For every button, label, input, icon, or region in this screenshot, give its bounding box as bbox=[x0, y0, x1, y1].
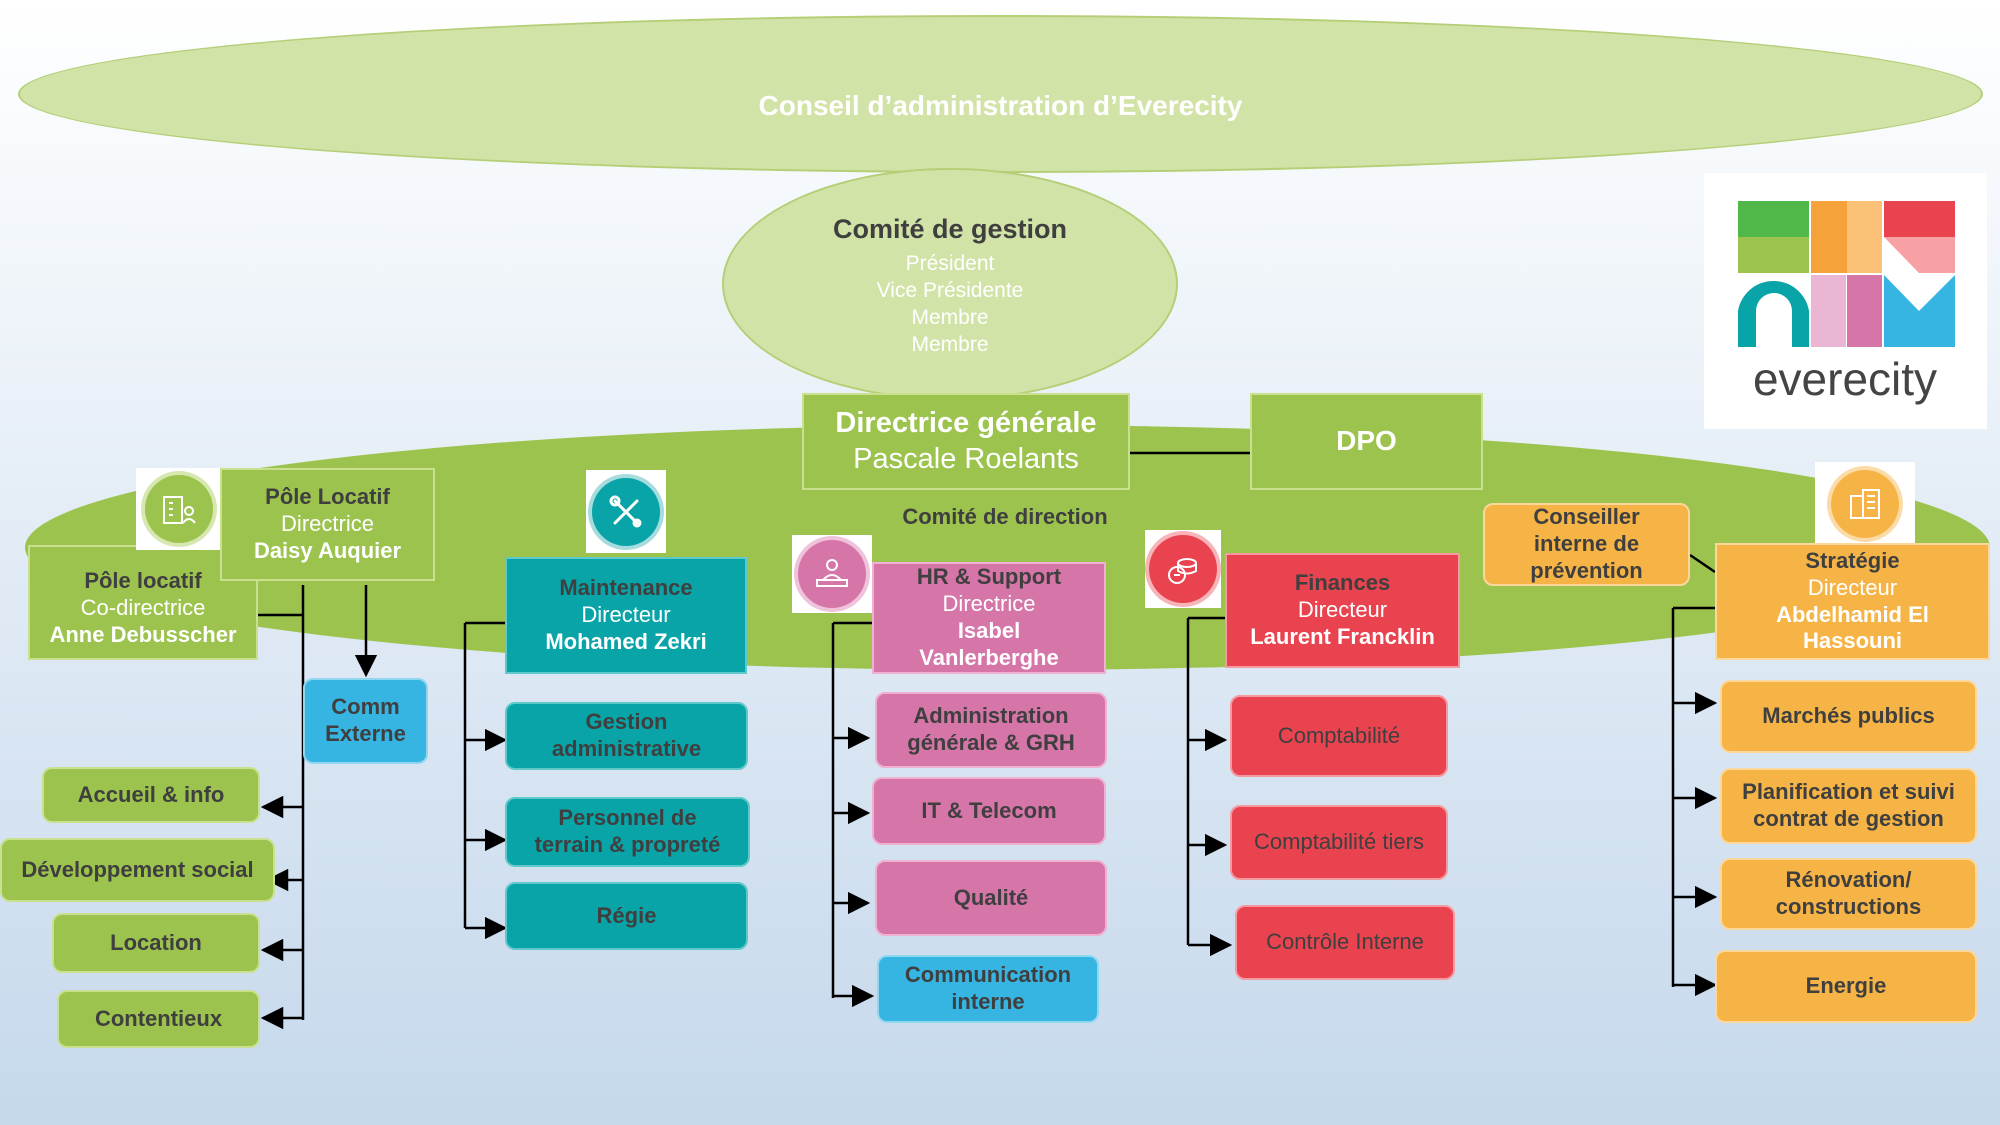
hr-title: HR & Support bbox=[916, 564, 1062, 590]
finances-box: Finances Directeur Laurent Francklin bbox=[1225, 553, 1460, 668]
management-committee-ellipse bbox=[722, 168, 1178, 400]
finances-item-controle: Contrôle Interne bbox=[1235, 905, 1455, 980]
role-member: Membre bbox=[911, 306, 989, 329]
strategy-item-energie: Energie bbox=[1715, 950, 1977, 1023]
role-vice-president: Vice Présidente bbox=[876, 279, 1024, 302]
strategy-item-marches: Marchés publics bbox=[1720, 680, 1977, 753]
maintenance-name: Mohamed Zekri bbox=[545, 628, 707, 654]
logo-wordmark: everecity bbox=[1753, 353, 1937, 405]
general-director-name: Pascale Roelants bbox=[853, 442, 1079, 475]
hr-name: Isabel Vanlerberghe bbox=[919, 618, 1059, 670]
strategy-item-label: Energie bbox=[1805, 973, 1887, 999]
pole-locatif-co-box: Pôle locatif Co-directrice Anne Debussch… bbox=[28, 545, 258, 660]
pole-item-label: Location bbox=[110, 929, 202, 955]
finances-item-label: Comptabilité tiers bbox=[1254, 829, 1424, 855]
role-member: Membre bbox=[911, 333, 989, 356]
dpo-box: DPO bbox=[1250, 393, 1483, 490]
hr-item-label: Qualité bbox=[953, 884, 1029, 910]
pole-locatif-title: Pôle Locatif bbox=[265, 484, 390, 510]
hr-item-qualite: Qualité bbox=[875, 860, 1107, 936]
maintenance-item-label: Régie bbox=[596, 902, 657, 928]
pole-locatif-icon-tile bbox=[136, 468, 222, 550]
strategy-name: Abdelhamid El Hassouni bbox=[1776, 601, 1929, 654]
pole-item-contentieux: Contentieux bbox=[57, 990, 260, 1048]
hr-item-admin: Administration générale & GRH bbox=[875, 692, 1107, 768]
management-committee-roles: Président Vice Présidente Membre Membre bbox=[722, 250, 1178, 358]
finances-title: Finances bbox=[1294, 570, 1391, 596]
pole-item-label: Contentieux bbox=[94, 1005, 223, 1031]
strategy-item-label: Rénovation/ constructions bbox=[1775, 867, 1922, 919]
maintenance-box: Maintenance Directeur Mohamed Zekri bbox=[505, 557, 747, 674]
hr-item-it: IT & Telecom bbox=[872, 777, 1106, 845]
pole-locatif-box: Pôle Locatif Directrice Daisy Auquier bbox=[220, 468, 435, 581]
board-title: Conseil d’administration d’Everecity bbox=[758, 90, 1243, 121]
pole-item-developpement: Développement social bbox=[0, 838, 275, 902]
finances-icon-tile bbox=[1145, 530, 1221, 608]
management-committee-title: Comité de gestion bbox=[832, 214, 1068, 244]
strategy-title: Stratégie bbox=[1805, 547, 1900, 573]
comm-externe-label: Comm Externe bbox=[325, 694, 406, 746]
strategy-box: Stratégie Directeur Abdelhamid El Hassou… bbox=[1715, 543, 1990, 660]
building-person-icon bbox=[145, 475, 213, 543]
finances-item-comptabilite: Comptabilité bbox=[1230, 695, 1448, 777]
hr-box: HR & Support Directrice Isabel Vanlerber… bbox=[872, 562, 1106, 674]
pole-locatif-co-name: Anne Debusscher bbox=[49, 621, 237, 647]
desk-worker-icon bbox=[798, 540, 866, 608]
finances-name: Laurent Francklin bbox=[1250, 623, 1435, 649]
hr-item-communication: Communication interne bbox=[877, 955, 1099, 1023]
strategy-item-planification: Planification et suivi contrat de gestio… bbox=[1720, 768, 1977, 844]
pole-locatif-co-title: Pôle locatif bbox=[84, 568, 202, 594]
coins-icon bbox=[1149, 535, 1217, 603]
pole-locatif-co-role: Co-directrice bbox=[80, 595, 206, 621]
finances-role: Directeur bbox=[1297, 597, 1388, 623]
strategy-role: Directeur bbox=[1807, 574, 1898, 600]
maintenance-item-personnel: Personnel de terrain & propreté bbox=[505, 797, 750, 867]
maintenance-item-regie: Régie bbox=[505, 882, 748, 950]
strategy-item-label: Marchés publics bbox=[1762, 703, 1935, 729]
logo-mark: everecity bbox=[1738, 201, 1955, 405]
buildings-icon bbox=[1831, 470, 1899, 538]
everecity-logo: everecity bbox=[1704, 173, 1987, 429]
prevention-box: Conseiller interne de prévention bbox=[1483, 503, 1690, 586]
hr-item-label: Communication interne bbox=[904, 962, 1072, 1014]
hr-item-label: Administration générale & GRH bbox=[907, 703, 1075, 755]
board-ellipse bbox=[18, 15, 1983, 173]
maintenance-title: Maintenance bbox=[559, 575, 693, 601]
pole-item-label: Développement social bbox=[21, 856, 254, 882]
pole-locatif-name: Daisy Auquier bbox=[253, 537, 402, 563]
direction-committee-label: Comité de direction bbox=[902, 504, 1108, 529]
prevention-label: Conseiller interne de prévention bbox=[1530, 504, 1643, 583]
pole-item-label: Accueil & info bbox=[77, 781, 225, 807]
hr-role: Directrice bbox=[942, 591, 1036, 617]
strategy-item-label: Planification et suivi contrat de gestio… bbox=[1742, 779, 1955, 831]
comm-externe-box: Comm Externe bbox=[303, 678, 428, 764]
maintenance-icon-tile bbox=[586, 470, 666, 553]
strategy-icon-tile bbox=[1815, 462, 1915, 546]
maintenance-item-label: Personnel de terrain & propreté bbox=[534, 805, 721, 857]
pole-locatif-role: Directrice bbox=[281, 511, 374, 537]
maintenance-item-label: Gestion administrative bbox=[551, 709, 702, 761]
finances-item-label: Contrôle Interne bbox=[1266, 929, 1424, 955]
general-director-title: Directrice générale bbox=[835, 407, 1097, 440]
maintenance-item-gestion: Gestion administrative bbox=[505, 702, 748, 770]
general-director-box: Directrice générale Pascale Roelants bbox=[802, 393, 1130, 490]
finances-item-label: Comptabilité bbox=[1277, 722, 1401, 748]
maintenance-role: Directeur bbox=[581, 602, 671, 628]
dpo-label: DPO bbox=[1336, 425, 1397, 457]
hr-icon-tile bbox=[792, 535, 872, 613]
hr-item-label: IT & Telecom bbox=[921, 797, 1057, 823]
finances-item-comptabilite-tiers: Comptabilité tiers bbox=[1230, 805, 1448, 880]
pole-item-accueil: Accueil & info bbox=[42, 767, 260, 823]
pole-item-location: Location bbox=[52, 913, 260, 973]
tools-icon bbox=[592, 477, 660, 546]
strategy-item-renovation: Rénovation/ constructions bbox=[1720, 858, 1977, 930]
role-president: Président bbox=[905, 252, 995, 275]
